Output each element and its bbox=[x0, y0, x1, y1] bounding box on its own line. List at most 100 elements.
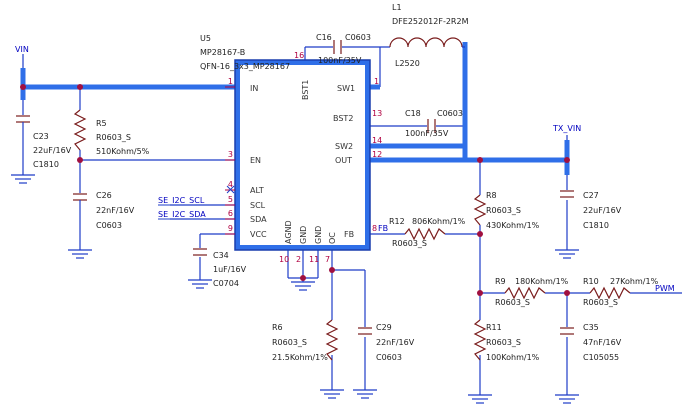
c29-value: 22nF/16V bbox=[376, 338, 415, 347]
c18-pkg: C0603 bbox=[437, 109, 463, 118]
pin-name-en: EN bbox=[250, 156, 261, 165]
pin-name-sda: SDA bbox=[250, 215, 267, 224]
net-vin: VIN bbox=[15, 45, 29, 54]
ground-icon bbox=[68, 249, 92, 259]
c29-ref: C29 bbox=[376, 323, 392, 332]
c16-ref: C16 bbox=[316, 33, 332, 42]
junction-dots bbox=[20, 84, 570, 296]
r10-pkg: R0603_S bbox=[583, 298, 618, 307]
pin-num-gnd-2: 2 bbox=[296, 255, 301, 264]
pin-num-fb: 8 bbox=[372, 224, 377, 233]
pin-num-agnd: 10 bbox=[279, 255, 289, 264]
pin-num-scl: 5 bbox=[228, 195, 233, 204]
c27-value: 22uF/16V bbox=[583, 206, 622, 215]
resistor-r8: R8 R0603_S 430Kohm/1% bbox=[473, 191, 540, 230]
pin-num-vcc: 9 bbox=[228, 224, 233, 233]
resistor-r9: R9 180Kohm/1% R0603_S bbox=[495, 277, 569, 307]
r6-ref: R6 bbox=[272, 323, 283, 332]
capacitor-c35: C35 47nF/16V C105055 bbox=[560, 323, 622, 362]
ground-icon bbox=[11, 174, 35, 184]
r6-pkg: R0603_S bbox=[272, 338, 307, 347]
c34-pkg: C0704 bbox=[213, 279, 239, 288]
pin-name-agnd: AGND bbox=[284, 220, 293, 244]
net-sda: SE_I2C_SDA bbox=[158, 210, 206, 219]
ic-part: MP28167-B bbox=[200, 48, 245, 57]
r6-value: 21.5Kohm/1% bbox=[272, 353, 328, 362]
c35-pkg: C105055 bbox=[583, 353, 619, 362]
pin-num-bst2: 13 bbox=[372, 109, 382, 118]
ground-icon bbox=[468, 394, 492, 404]
pin-num-oc: 7 bbox=[325, 255, 330, 264]
c26-ref: C26 bbox=[96, 191, 112, 200]
c23-ref: C23 bbox=[33, 132, 49, 141]
c27-pkg: C1810 bbox=[583, 221, 609, 230]
c27-ref: C27 bbox=[583, 191, 599, 200]
r8-value: 430Kohm/1% bbox=[486, 221, 540, 230]
ic-body-inner bbox=[240, 65, 365, 245]
c23-value: 22uF/16V bbox=[33, 146, 72, 155]
c34-ref: C34 bbox=[213, 251, 229, 260]
r12-ref: R12 bbox=[389, 217, 405, 226]
r11-pkg: R0603_S bbox=[486, 338, 521, 347]
power-buses bbox=[20, 42, 570, 175]
r5-value: 510Kohm/5% bbox=[96, 147, 150, 156]
pin-num-bst1: 16 bbox=[294, 51, 304, 60]
pin-name-sw2: SW2 bbox=[335, 142, 353, 151]
ground-icon bbox=[555, 394, 579, 404]
c34-value: 1uF/16V bbox=[213, 265, 247, 274]
inductor-l1: L1 DFE252012F-2R2M L2520 bbox=[389, 3, 469, 68]
pin-num-alt: 4 bbox=[228, 180, 233, 189]
capacitor-c18: C18 C0603 100nF/35V bbox=[405, 109, 463, 138]
resistor-r10: R10 27Kohm/1% R0603_S bbox=[583, 277, 659, 307]
pin-num-sw1: 1 bbox=[374, 77, 379, 86]
net-labels: VIN TX_VIN SE_I2C_SCL SE_I2C_SDA PWM FB bbox=[15, 45, 675, 293]
pin-name-gnd-2: GND bbox=[299, 226, 308, 244]
ground-icon bbox=[353, 389, 377, 399]
r8-ref: R8 bbox=[486, 191, 497, 200]
capacitor-c29: C29 22nF/16V C0603 bbox=[358, 323, 415, 362]
l1-pkg: L2520 bbox=[395, 59, 420, 68]
r12-pkg: R0603_S bbox=[392, 239, 427, 248]
pin-num-out: 12 bbox=[372, 150, 382, 159]
net-fb: FB bbox=[378, 224, 388, 233]
net-scl: SE_I2C_SCL bbox=[158, 196, 205, 205]
ic-u5: 1 IN 3 EN 4 ALT 5 SCL 6 SDA 9 VCC 1 SW1 … bbox=[200, 34, 382, 264]
c16-pkg: C0603 bbox=[345, 33, 371, 42]
pin-num-in: 1 bbox=[228, 77, 233, 86]
ic-package: QFN-16_3x3_MP28167 bbox=[200, 62, 290, 71]
r12-value: 806Kohm/1% bbox=[412, 217, 466, 226]
pin-name-oc: OC bbox=[328, 232, 337, 244]
pin-num-gnd-11: 11 bbox=[309, 255, 319, 264]
r11-value: 100Kohm/1% bbox=[486, 353, 540, 362]
r10-ref: R10 bbox=[583, 277, 599, 286]
net-tx-vin: TX_VIN bbox=[552, 124, 581, 133]
r9-ref: R9 bbox=[495, 277, 506, 286]
c26-value: 22nF/16V bbox=[96, 206, 135, 215]
wires bbox=[22, 46, 682, 395]
c26-pkg: C0603 bbox=[96, 221, 122, 230]
ground-icon bbox=[555, 249, 579, 259]
c35-ref: C35 bbox=[583, 323, 599, 332]
r8-pkg: R0603_S bbox=[486, 206, 521, 215]
pin-name-bst2: BST2 bbox=[333, 114, 353, 123]
c18-ref: C18 bbox=[405, 109, 421, 118]
ground-icon bbox=[320, 389, 344, 399]
ground-symbols bbox=[11, 174, 579, 404]
pin-name-vcc: VCC bbox=[250, 230, 267, 239]
pin-name-fb: FB bbox=[344, 230, 354, 239]
capacitor-c34: C34 1uF/16V C0704 bbox=[193, 248, 247, 288]
pin-name-alt: ALT bbox=[250, 186, 264, 195]
l1-ref: L1 bbox=[392, 3, 402, 12]
pin-name-out: OUT bbox=[335, 156, 352, 165]
c29-pkg: C0603 bbox=[376, 353, 402, 362]
r11-ref: R11 bbox=[486, 323, 502, 332]
pin-num-sda: 6 bbox=[228, 209, 233, 218]
ic-ref: U5 bbox=[200, 34, 211, 43]
resistor-r11: R11 R0603_S 100Kohm/1% bbox=[473, 319, 540, 362]
r10-value: 27Kohm/1% bbox=[610, 277, 659, 286]
pin-name-scl: SCL bbox=[250, 201, 266, 210]
pin-name-sw1: SW1 bbox=[337, 84, 355, 93]
r5-pkg: R0603_S bbox=[96, 133, 131, 142]
ground-icon bbox=[291, 281, 315, 291]
